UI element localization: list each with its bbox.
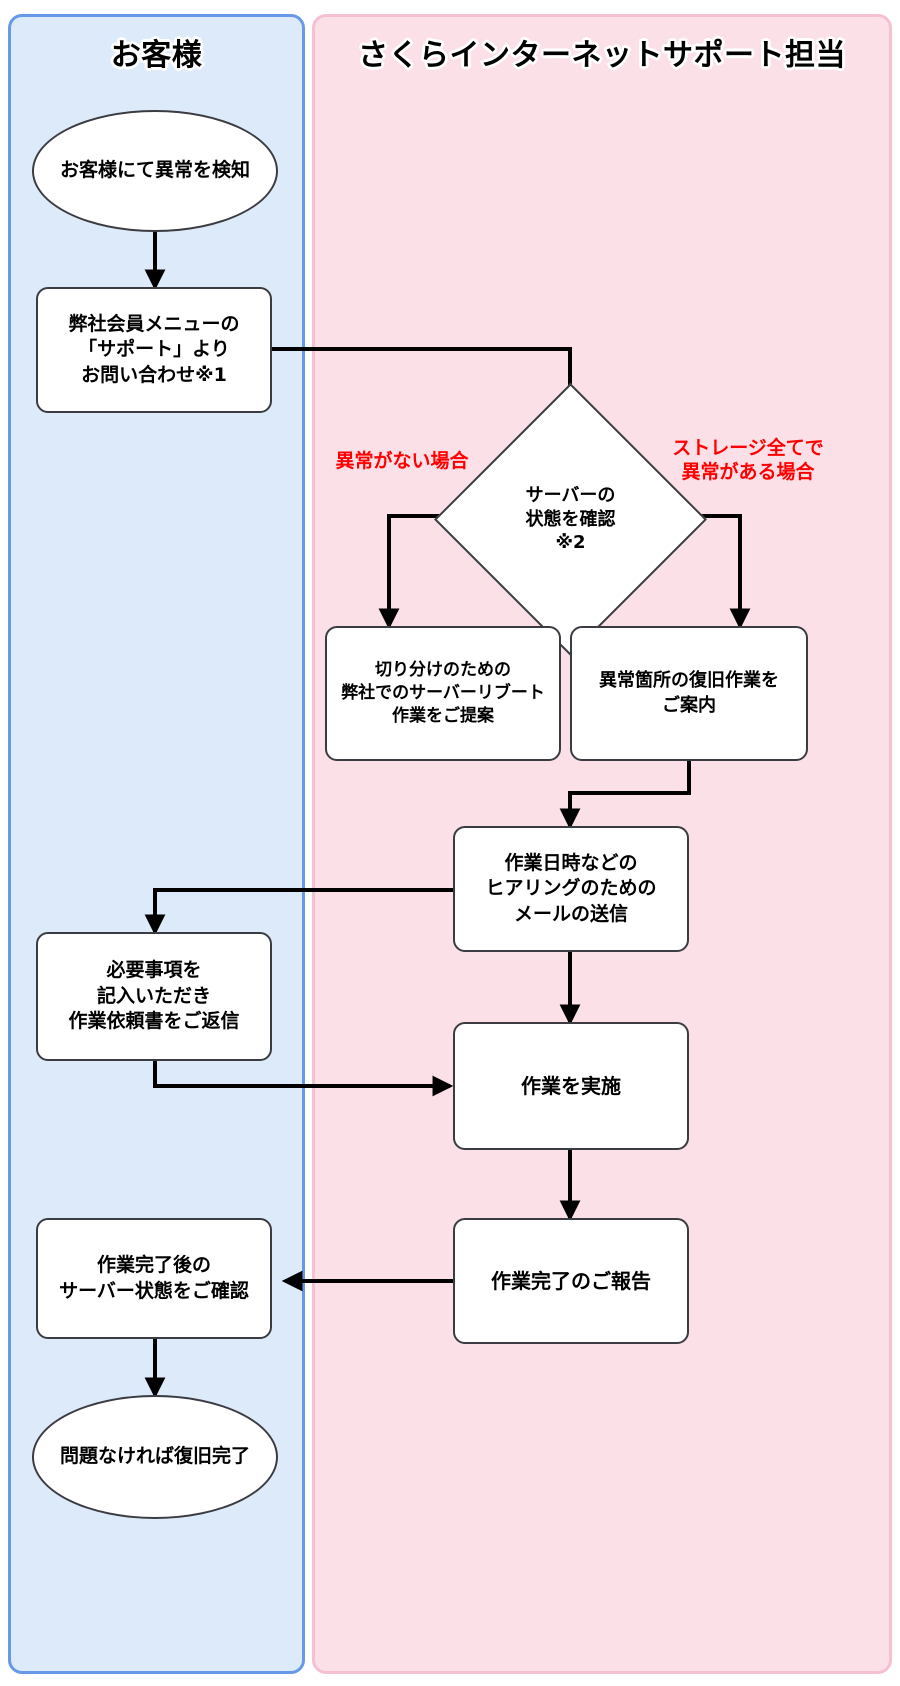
edge-label-all-storage-abnormal: ストレージ全てで 異常がある場合 [672,437,824,483]
lane-title-customer: お客様 [109,36,204,75]
node-guide-recovery-label: 異常箇所の復旧作業を ご案内 [599,670,779,716]
node-confirm-server-state-label: 作業完了後の サーバー状態をご確認 [59,1253,249,1302]
node-confirm-server-state[interactable]: 作業完了後の サーバー状態をご確認 [36,1218,272,1339]
node-member-menu-inquiry[interactable]: 弊社会員メニューの 「サポート」より お問い合わせ※1 [36,287,272,413]
edge-label-no-abnormality: 異常がない場合 [335,450,469,472]
node-send-hearing-mail-label: 作業日時などの ヒアリングのための メールの送信 [485,851,657,925]
node-end-recovered[interactable]: 問題なければ復旧完了 [32,1395,278,1519]
node-return-request-form[interactable]: 必要事項を 記入いただき 作業依頼書をご返信 [36,932,272,1061]
node-guide-recovery[interactable]: 異常箇所の復旧作業を ご案内 [570,626,808,761]
node-report-completion[interactable]: 作業完了のご報告 [453,1218,689,1344]
node-return-request-form-label: 必要事項を 記入いただき 作業依頼書をご返信 [68,959,240,1033]
node-send-hearing-mail[interactable]: 作業日時などの ヒアリングのための メールの送信 [453,826,689,952]
node-propose-reboot[interactable]: 切り分けのための 弊社でのサーバーリブート 作業をご提案 [325,626,561,761]
node-start-detect[interactable]: お客様にて異常を検知 [32,110,278,232]
node-check-server-state[interactable]: サーバーの 状態を確認 ※2 [434,383,707,656]
node-start-detect-label: お客様にて異常を検知 [59,159,250,182]
node-perform-work-label: 作業を実施 [521,1073,621,1098]
node-report-completion-label: 作業完了のご報告 [491,1268,651,1293]
lane-title-support: さくらインターネットサポート担当 [356,36,848,75]
node-member-menu-inquiry-label: 弊社会員メニューの 「サポート」より お問い合わせ※1 [68,312,240,386]
node-end-recovered-label: 問題なければ復旧完了 [59,1445,250,1468]
node-perform-work[interactable]: 作業を実施 [453,1022,689,1150]
node-check-server-state-label: サーバーの 状態を確認 ※2 [525,485,616,554]
node-propose-reboot-label: 切り分けのための 弊社でのサーバーリブート 作業をご提案 [341,660,545,726]
